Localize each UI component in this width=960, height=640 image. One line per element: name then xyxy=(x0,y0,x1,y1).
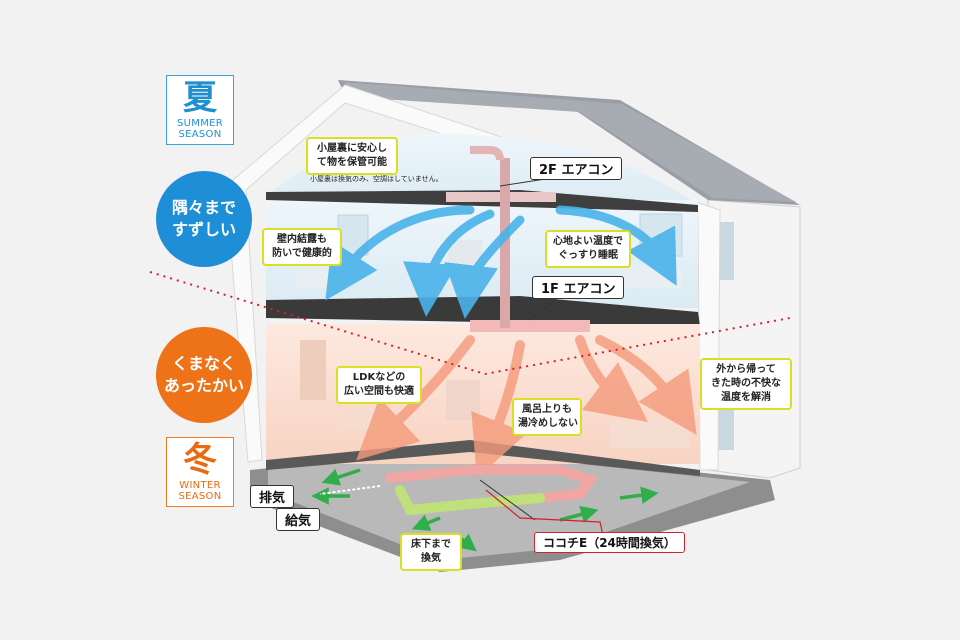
1f-stairs xyxy=(446,380,480,420)
summer-badge-line2: すずしい xyxy=(171,220,236,239)
winter-label-line2: SEASON xyxy=(178,491,222,502)
window-right-upper xyxy=(718,222,734,280)
callout-underfloor: 床下まで 換気 xyxy=(400,533,462,571)
callout-bath: 風呂上りも 湯冷めしない xyxy=(512,398,582,436)
callout-attic-line2: て物を保管可能 xyxy=(317,157,387,168)
callout-return-home: 外から帰って きた時の不快な 温度を解消 xyxy=(700,358,792,410)
callout-bath-line1: 風呂上りも xyxy=(522,404,572,415)
callout-underfloor-line2: 換気 xyxy=(421,553,441,564)
callout-bath-line2: 湯冷めしない xyxy=(518,418,578,429)
summer-badge-line1: 隅々まで xyxy=(171,198,236,217)
attic-supply-duct xyxy=(470,146,504,161)
callout-attic-line1: 小屋裏に安心し xyxy=(317,143,387,154)
exhaust-pipe xyxy=(319,485,381,495)
ventilation-duct xyxy=(385,465,599,516)
1f-kitchen-shelf xyxy=(300,340,326,400)
tag-kokochi-e: ココチE（24時間換気） xyxy=(534,532,685,553)
tag-1f-aircon: 1F エアコン xyxy=(532,276,625,299)
callout-wall-line2: 防いで健康的 xyxy=(272,248,332,259)
winter-badge: くまなく あったかい xyxy=(156,327,252,423)
1f-counter xyxy=(610,420,690,448)
winter-label-line1: WINTER xyxy=(179,480,221,491)
callout-sleep: 心地よい温度で ぐっすり睡眠 xyxy=(545,230,631,268)
callout-attic: 小屋裏に安心し て物を保管可能 xyxy=(306,137,398,175)
callout-return-line1: 外から帰って xyxy=(716,364,776,375)
attic-note: 小屋裏は換気のみ、空調はしていません。 xyxy=(310,175,443,183)
duct-riser xyxy=(500,158,510,328)
callout-ldk-line2: 広い空間も快適 xyxy=(344,386,414,397)
tag-2f-aircon: 2F エアコン xyxy=(530,157,623,180)
callout-wall-line1: 壁内結露も xyxy=(277,234,327,245)
summer-label-line1: SUMMER xyxy=(177,118,223,129)
callout-ldk: LDKなどの 広い空間も快適 xyxy=(336,366,422,404)
warm-air-flows xyxy=(356,335,697,478)
summer-season-box: 夏 SUMMER SEASON xyxy=(166,75,234,145)
summer-badge: 隅々まで すずしい xyxy=(156,171,252,267)
winter-season-box: 冬 WINTER SEASON xyxy=(166,437,234,507)
2f-bed xyxy=(620,266,682,288)
callout-sleep-line1: 心地よい温度で xyxy=(553,236,623,247)
tag-supply: 給気 xyxy=(276,508,321,531)
winter-kanji: 冬 xyxy=(183,440,217,480)
winter-badge-line1: くまなく xyxy=(171,354,236,373)
callout-return-line3: 温度を解消 xyxy=(721,392,771,403)
cool-air-flows xyxy=(325,205,677,319)
summer-kanji: 夏 xyxy=(183,78,217,118)
season-divider-line xyxy=(149,271,791,376)
winter-badge-line2: あったかい xyxy=(163,376,244,395)
summer-label-line2: SEASON xyxy=(178,129,222,140)
callout-underfloor-line1: 床下まで xyxy=(411,539,451,550)
ac-1f-unit xyxy=(470,320,590,332)
kokochi-leader-line xyxy=(485,489,605,541)
tag-exhaust: 排気 xyxy=(250,485,295,508)
callout-wall-condensation: 壁内結露も 防いで健康的 xyxy=(262,228,342,266)
callout-ldk-line1: LDKなどの xyxy=(352,372,406,383)
callout-sleep-line2: ぐっすり睡眠 xyxy=(558,250,618,261)
callout-return-line2: きた時の不快な xyxy=(711,378,781,389)
roof-surface xyxy=(345,82,796,202)
